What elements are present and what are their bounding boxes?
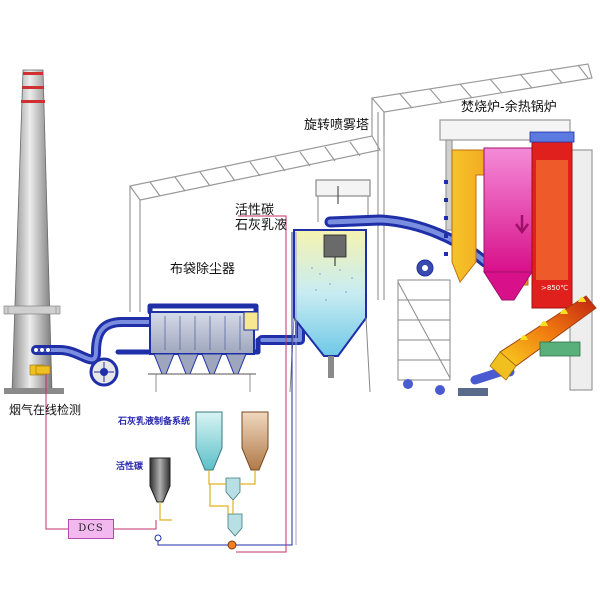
label-furnace-boiler: 焚烧炉-余热锅炉 — [461, 100, 557, 115]
signal-lines — [45, 215, 287, 553]
lime-preparation-system — [149, 232, 297, 550]
monitor-probe — [35, 365, 51, 375]
label-spray-tower: 旋转喷雾塔 — [304, 118, 370, 133]
label-bag-filter: 布袋除尘器 — [170, 262, 236, 277]
label-activated-carbon-small: 活性碳 — [116, 462, 144, 472]
label-activated-carbon: 活性碳 — [235, 203, 275, 218]
furnace-boiler — [397, 131, 597, 396]
dcs-box: DCS — [68, 519, 114, 539]
bag-filter — [148, 311, 259, 392]
label-lime-milk: 石灰乳液 — [235, 218, 288, 233]
chimney-inlet — [33, 347, 51, 353]
label-temperature: >850℃ — [541, 284, 569, 292]
induced-draft-fan — [89, 357, 119, 387]
label-lime-prep-system: 石灰乳液制备系统 — [118, 417, 191, 427]
spray-tower — [289, 229, 371, 393]
label-flue-gas-monitor: 烟气在线检测 — [9, 403, 82, 417]
building-frames — [129, 63, 593, 391]
chimney — [3, 69, 64, 394]
